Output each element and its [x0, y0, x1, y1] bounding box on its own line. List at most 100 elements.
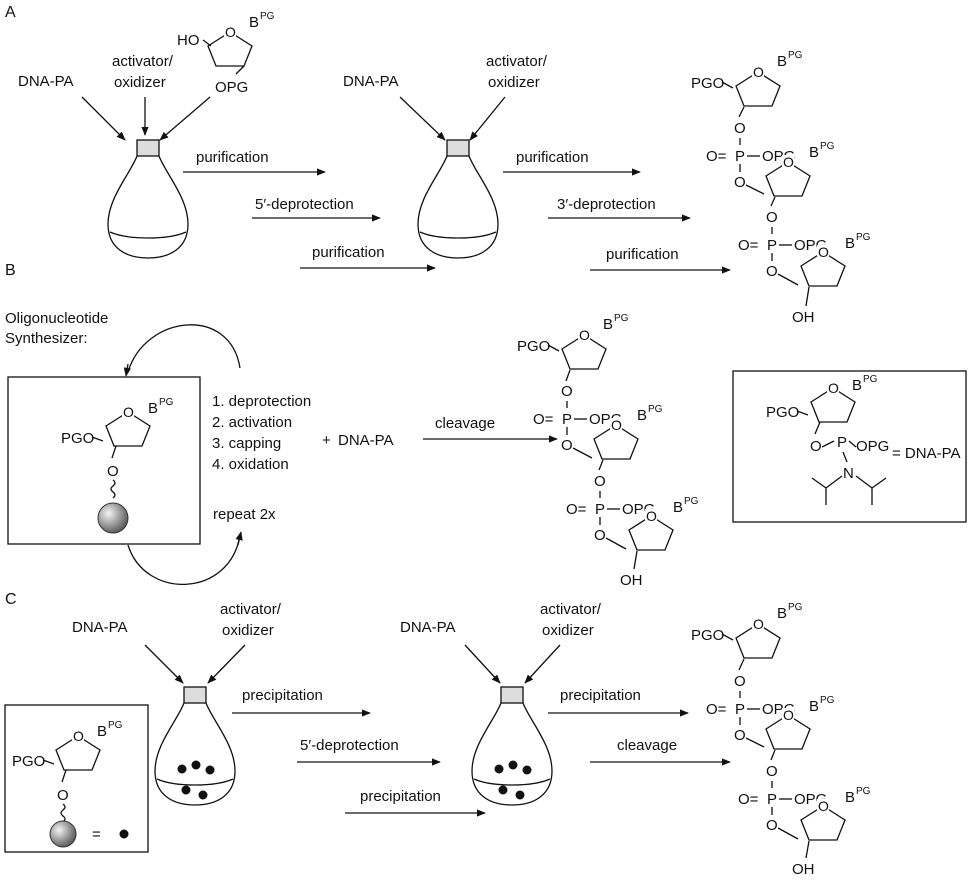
support-bound-nucleoside: PGO B PG O	[61, 397, 174, 534]
svg-text:B: B	[603, 316, 613, 333]
c2-flask	[471, 686, 553, 806]
svg-text:PG: PG	[820, 695, 835, 706]
panel-b: B Oligonucleotide Synthesizer: PGO B PG …	[5, 262, 967, 589]
cycle-arrow-bottom	[127, 534, 241, 586]
svg-text:B: B	[637, 407, 647, 424]
a-purification2-label: purification	[312, 244, 385, 261]
repeat-label: repeat 2x	[213, 506, 276, 523]
svg-text:O: O	[561, 383, 573, 400]
svg-text:PG: PG	[159, 397, 174, 408]
svg-text:O=: O=	[706, 148, 727, 165]
c-solid-support-bead	[49, 820, 77, 848]
svg-text:PGO: PGO	[12, 753, 45, 770]
svg-text:O: O	[766, 817, 778, 834]
cycle-arrow-top	[127, 324, 241, 373]
svg-text:HO: HO	[177, 32, 200, 49]
c-support-bound-nucleoside: PGO B PG O =	[12, 720, 129, 848]
step-activation: 2. activation	[212, 414, 292, 431]
svg-text:B: B	[97, 723, 107, 740]
svg-text:O: O	[810, 438, 822, 455]
c-precipitation2-label: precipitation	[360, 788, 441, 805]
a-trinucleotide-structure: PGO B PG O O= P OPG O B PG O O= P OPG	[691, 50, 871, 326]
c2-dna-pa-label: DNA-PA	[400, 619, 456, 636]
svg-text:N: N	[843, 465, 854, 482]
a1-nucleoside-structure: HO B PG OPG	[177, 11, 275, 96]
svg-text:P: P	[735, 148, 745, 165]
a2-oxidizer-label: oxidizer	[488, 74, 540, 91]
a1-dna-pa-label: DNA-PA	[18, 73, 74, 90]
b-trinucleotide-structure: PGO B PG O O= P OPG O B PG O O= P OPG	[517, 313, 699, 589]
svg-text:PG: PG	[648, 404, 663, 415]
svg-text:PG: PG	[108, 720, 123, 731]
svg-text:PGO: PGO	[691, 627, 724, 644]
plus-sign: +	[322, 432, 331, 449]
step-capping: 3. capping	[212, 435, 281, 452]
svg-text:B: B	[673, 499, 683, 516]
svg-text:PG: PG	[863, 374, 878, 385]
svg-text:O: O	[766, 263, 778, 280]
svg-text:B: B	[148, 400, 158, 417]
svg-text:OPG: OPG	[215, 79, 248, 96]
svg-text:O: O	[734, 673, 746, 690]
svg-text:B: B	[809, 144, 819, 161]
step-deprotection: 1. deprotection	[212, 393, 311, 410]
svg-text:O: O	[766, 209, 778, 226]
svg-text:P: P	[735, 701, 745, 718]
c2-activator-label: activator/	[540, 601, 602, 618]
svg-text:PGO: PGO	[61, 430, 94, 447]
svg-text:B: B	[852, 377, 862, 394]
svg-text:B: B	[809, 698, 819, 715]
svg-text:OPG: OPG	[856, 438, 889, 455]
dna-pa-definition-box	[732, 370, 967, 523]
dna-pa-structure: PGO B PG O P OPG N	[766, 374, 889, 505]
svg-text:PG: PG	[856, 786, 871, 797]
svg-text:O=: O=	[533, 411, 554, 428]
svg-text:B: B	[845, 789, 855, 806]
svg-text:B: B	[249, 14, 259, 31]
c-5-deprotection-label: 5′-deprotection	[300, 737, 399, 754]
c2-precipitation-label: precipitation	[560, 687, 641, 704]
svg-text:PG: PG	[856, 232, 871, 243]
svg-text:O: O	[107, 463, 119, 480]
c-trinucleotide-structure: PGO B PG O O= P OPG O B PG O O= P OPG	[691, 602, 871, 878]
panel-a-label: A	[5, 4, 16, 21]
svg-text:PG: PG	[684, 496, 699, 507]
svg-text:OH: OH	[792, 309, 815, 326]
svg-text:PGO: PGO	[691, 75, 724, 92]
a-3-deprotection-label: 3′-deprotection	[557, 196, 656, 213]
svg-text:O: O	[734, 120, 746, 137]
svg-text:P: P	[562, 411, 572, 428]
a-purification3-label: purification	[606, 246, 679, 263]
svg-text:O: O	[57, 787, 69, 804]
svg-text:PG: PG	[788, 602, 803, 613]
bead-symbol-dot	[119, 829, 129, 839]
svg-text:P: P	[767, 791, 777, 808]
svg-text:PGO: PGO	[517, 338, 550, 355]
a1-oxidizer-label: oxidizer	[114, 74, 166, 91]
bead-definition-box	[4, 704, 149, 853]
svg-text:OH: OH	[620, 572, 643, 589]
c1-precipitation-label: precipitation	[242, 687, 323, 704]
svg-text:PG: PG	[260, 11, 275, 22]
solid-support-box	[7, 376, 201, 545]
solid-support-bead	[97, 502, 129, 534]
c1-dna-pa-label: DNA-PA	[72, 619, 128, 636]
b-cleavage-label: cleavage	[435, 415, 495, 432]
svg-text:O=: O=	[738, 791, 759, 808]
equals-dna-pa-label: = DNA-PA	[892, 445, 961, 462]
svg-text:OH: OH	[792, 861, 815, 878]
c1-activator-label: activator/	[220, 601, 282, 618]
c1-oxidizer-label: oxidizer	[222, 622, 274, 639]
synthesizer-label-line2: Synthesizer:	[5, 330, 88, 347]
svg-text:P: P	[767, 237, 777, 254]
svg-text:O: O	[734, 174, 746, 191]
svg-text:=: =	[92, 826, 101, 843]
c1-flask	[154, 686, 236, 806]
svg-text:PG: PG	[614, 313, 629, 324]
svg-text:O: O	[594, 527, 606, 544]
a2-flask	[417, 139, 499, 259]
panel-a: A DNA-PA activator/ oxidizer HO B PG OPG…	[5, 4, 871, 326]
svg-text:O=: O=	[706, 701, 727, 718]
a1-flask	[107, 139, 189, 259]
